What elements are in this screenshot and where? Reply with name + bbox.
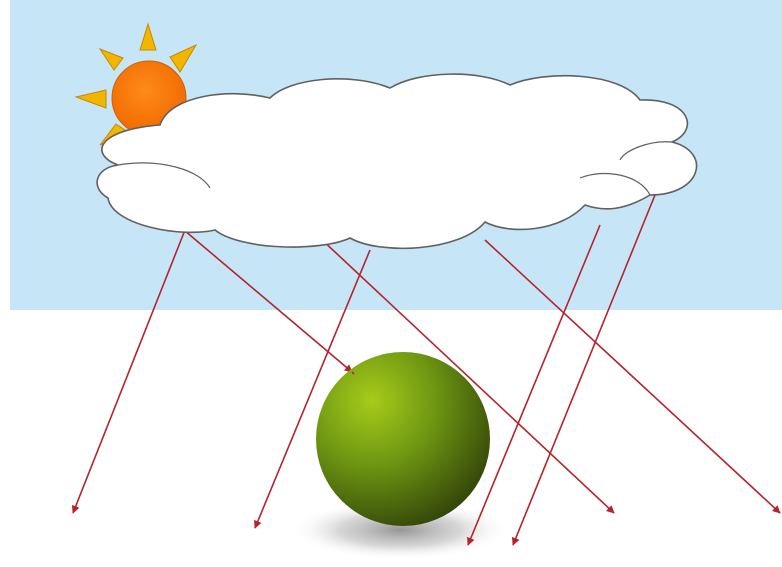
sphere	[316, 352, 490, 526]
